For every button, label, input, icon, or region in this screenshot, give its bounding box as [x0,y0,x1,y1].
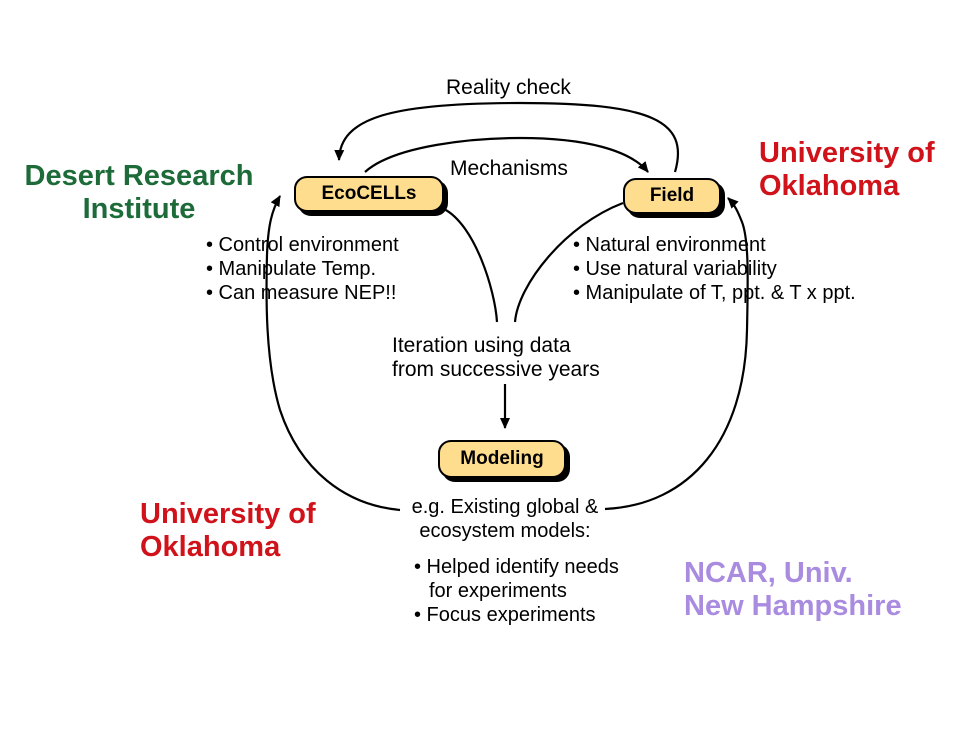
modeling-bullet-list: • Helped identify needs for experiments … [414,555,619,627]
list-item: • Helped identify needs [414,556,619,578]
ecocells-bullet-list: • Control environment • Manipulate Temp.… [206,233,399,305]
right-loop-arrow [604,197,749,511]
field-bullet-list: • Natural environment • Use natural vari… [573,233,856,305]
org-university-of-oklahoma-right: University of Oklahoma [759,137,935,202]
org-ncar-univ-new-hampshire: NCAR, Univ. New Hampshire [684,557,902,622]
reality-check-label: Reality check [446,76,571,99]
list-item: • Manipulate Temp. [206,258,377,280]
org-university-of-oklahoma-left: University of Oklahoma [140,498,316,563]
ecocells-to-iteration-curve [443,208,499,323]
list-item: • Use natural variability [573,258,777,280]
left-loop-arrow [265,195,401,512]
list-item: • Control environment [206,234,399,256]
list-item: • Can measure NEP!! [206,282,397,304]
reality-check-arrow [334,101,680,173]
field-to-iteration-curve [513,201,624,323]
ecocells-box: EcoCELLs [294,176,444,212]
list-item: • Focus experiments [414,604,596,626]
mechanisms-label: Mechanisms [450,157,568,180]
modeling-description: e.g. Existing global & ecosystem models: [411,496,599,542]
modeling-box: Modeling [438,440,566,478]
iteration-label: Iteration using data from successive yea… [392,334,600,381]
mechanisms-arrow [364,136,649,173]
field-box: Field [623,178,721,214]
list-item: • Natural environment [573,234,766,256]
list-item: • Manipulate of T, ppt. & T x ppt. [573,282,856,304]
list-item: for experiments [429,580,567,602]
org-desert-research-institute: Desert Research Institute [24,160,254,225]
